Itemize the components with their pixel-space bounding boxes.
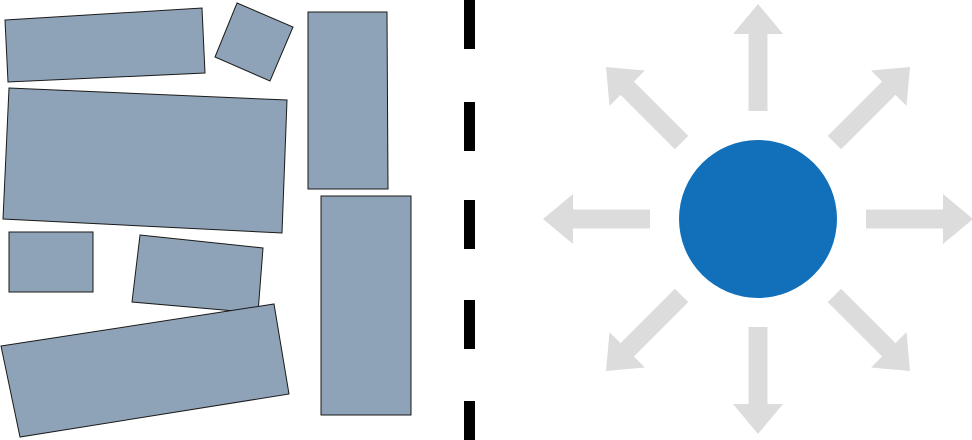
scattered-rectangles — [0, 2, 412, 438]
arrow-down-icon — [733, 327, 783, 434]
divider-dash-1 — [464, 0, 475, 49]
rectangle-6 — [131, 234, 264, 314]
rectangle-1 — [4, 7, 206, 83]
arrow-down-right-icon — [827, 288, 910, 371]
rectangle-8 — [0, 303, 290, 438]
dashed-divider — [464, 0, 475, 440]
radiating-arrows — [543, 4, 972, 434]
divider-dash-4 — [464, 300, 475, 349]
arrow-right-icon — [866, 194, 972, 244]
center-circle — [679, 140, 837, 298]
arrow-down-left-icon — [606, 288, 689, 371]
rectangle-3 — [307, 11, 389, 190]
rectangle-4 — [2, 87, 288, 234]
arrow-up-left-icon — [606, 67, 689, 150]
rectangle-2 — [214, 2, 294, 82]
rectangle-7 — [320, 195, 412, 416]
arrow-up-icon — [733, 4, 783, 111]
rectangle-5 — [8, 231, 94, 293]
arrow-up-right-icon — [827, 67, 910, 150]
divider-dash-5 — [464, 401, 475, 440]
divider-dash-2 — [464, 102, 475, 151]
divider-dash-3 — [464, 200, 475, 249]
arrow-left-icon — [543, 194, 650, 244]
